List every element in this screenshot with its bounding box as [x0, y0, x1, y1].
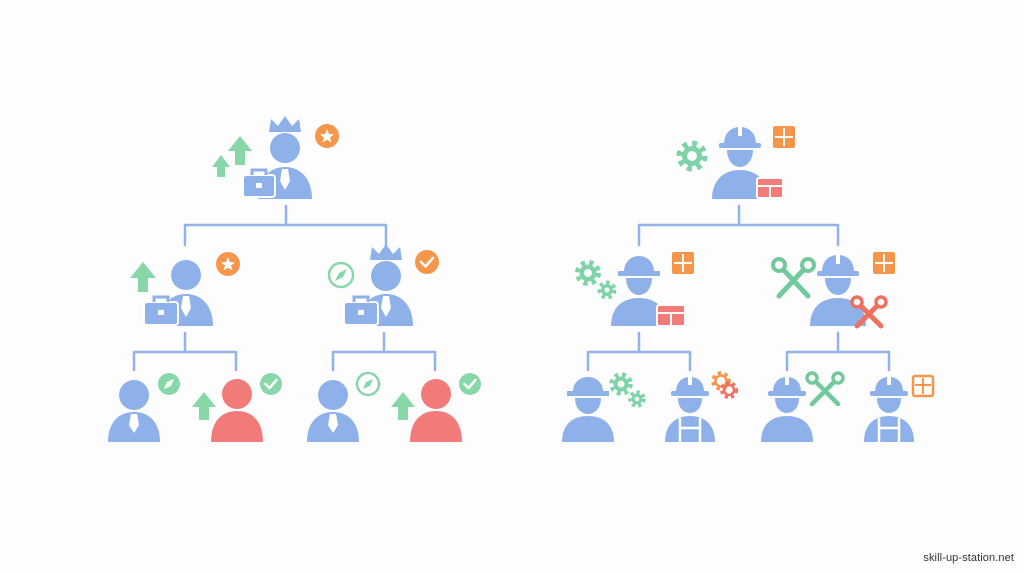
crown-icon	[269, 116, 301, 132]
up-arrow-icon	[192, 392, 216, 420]
hard-hat-icon	[719, 126, 761, 148]
blueprint-icon	[672, 252, 694, 274]
hard-hat-icon	[768, 376, 806, 396]
worker-overalls-person	[665, 398, 715, 442]
gear-icon	[676, 140, 708, 172]
worker-person	[761, 398, 813, 442]
blueprint-icon	[773, 126, 795, 148]
blueprint-icon	[873, 252, 895, 274]
hard-hat-icon	[817, 254, 859, 276]
tie-icon	[129, 414, 139, 433]
briefcase-icon	[343, 295, 379, 326]
worker-node-1	[562, 372, 646, 442]
gears-icon	[609, 372, 646, 408]
staff-node-4	[391, 373, 481, 442]
site-manager-person	[712, 150, 768, 199]
tools-icon	[805, 371, 845, 407]
compass-icon	[158, 373, 180, 395]
toolbox-icon	[756, 177, 784, 199]
tie-icon	[280, 169, 290, 190]
staff-node-1	[108, 373, 180, 442]
check-badge-icon	[459, 373, 481, 395]
office-connector-lines	[132, 204, 437, 372]
tie-icon	[328, 414, 338, 433]
orange-gears-icon	[711, 371, 738, 399]
cap-icon	[567, 377, 609, 396]
briefcase-icon	[143, 295, 179, 326]
site-manager-node	[676, 126, 795, 199]
compass-icon	[355, 371, 381, 397]
overalls-straps	[877, 418, 901, 442]
executive-node	[212, 116, 339, 199]
staff-person-highlight	[211, 379, 263, 442]
staff-person-highlight	[410, 379, 462, 442]
gears-icon	[575, 260, 617, 300]
manager-node-1	[130, 252, 240, 326]
worker-node-2	[665, 371, 738, 442]
toolbox-icon	[656, 304, 686, 327]
crown-icon	[370, 244, 402, 260]
worker-node-3	[761, 371, 845, 442]
tools-icon	[771, 257, 816, 299]
staff-node-2	[192, 373, 282, 442]
site-connector-lines	[586, 204, 891, 372]
check-badge-icon	[260, 373, 282, 395]
worker-overalls-person	[864, 398, 914, 442]
manager-node-2	[327, 244, 439, 326]
hard-hat-icon	[870, 376, 908, 396]
up-arrows-icon	[212, 136, 252, 177]
site-watermark: skill-up-station.net	[923, 552, 1014, 564]
up-arrow-icon	[391, 392, 415, 420]
red-tools-icon	[850, 295, 888, 329]
foreman-node-1	[575, 252, 694, 327]
staff-node-3	[307, 371, 381, 442]
star-badge-icon	[216, 252, 240, 276]
check-badge-icon	[415, 250, 439, 274]
hard-hat-icon	[671, 376, 709, 396]
foreman-node-2	[771, 252, 895, 329]
tie-icon	[181, 296, 191, 317]
blueprint-icon	[911, 374, 935, 398]
cap-icon	[618, 256, 660, 276]
up-arrow-icon	[130, 262, 156, 292]
tie-icon	[381, 296, 391, 317]
worker-node-4	[864, 374, 935, 442]
worker-person	[562, 398, 614, 442]
briefcase-icon	[242, 168, 276, 198]
star-badge-icon	[315, 124, 339, 148]
compass-icon	[327, 261, 355, 289]
overalls-straps	[678, 418, 702, 442]
foreman-person	[611, 278, 667, 326]
